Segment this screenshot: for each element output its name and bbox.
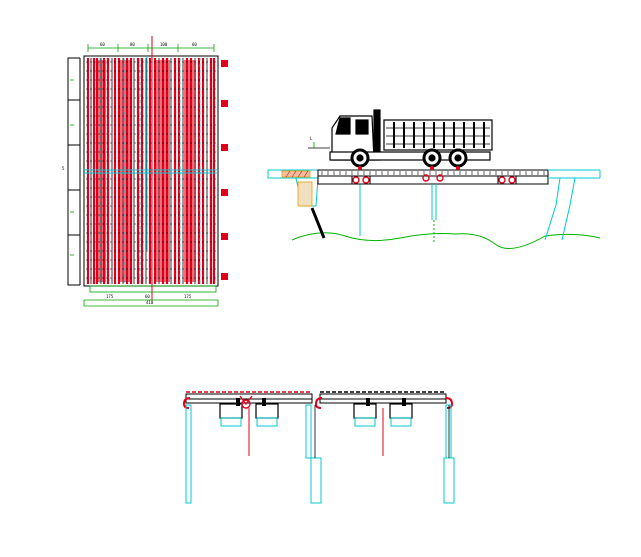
right-abutment xyxy=(544,169,601,241)
plan-top-dim-3: 100 xyxy=(160,42,168,47)
section-center-detail xyxy=(239,395,253,409)
ground-line xyxy=(291,232,601,249)
bridge-deck-elevation xyxy=(317,169,549,185)
level-mark: L xyxy=(308,136,330,149)
dump-truck xyxy=(329,109,493,168)
plan-girder-fill xyxy=(184,60,196,282)
plan-left-dimension-ticks xyxy=(70,79,74,256)
plan-bottom-dim-2: 60 xyxy=(145,294,150,299)
plan-bearing-pad xyxy=(221,60,228,67)
plan-girder-fill xyxy=(118,60,130,282)
plan-bottom-dim-1: 175 xyxy=(106,294,114,299)
plan-top-dim-1: 60 xyxy=(100,42,105,47)
section-right-deck xyxy=(319,393,447,404)
plan-bearing-pad xyxy=(221,100,228,107)
section-piles xyxy=(185,404,455,504)
plan-left-frame xyxy=(67,57,81,286)
plan-girder-fill xyxy=(156,60,170,282)
elevation-bearings xyxy=(352,174,516,184)
plan-top-dimension-chain: 60 80 100 60 xyxy=(87,42,215,52)
plan-bottom-dim-3: 175 xyxy=(184,294,192,299)
plan-view: 5 60 80 100 60 xyxy=(62,36,228,307)
truck-body-slats xyxy=(386,122,490,148)
plan-bearing-pad xyxy=(221,144,228,151)
plan-axis-lines xyxy=(84,56,218,250)
plan-bearing-pad xyxy=(221,189,228,196)
truck-dump-body xyxy=(383,119,493,151)
section-red-axes xyxy=(248,408,384,456)
abutment-body xyxy=(297,181,313,207)
plan-girders xyxy=(86,58,216,284)
abutment-hatch-marks xyxy=(285,170,309,178)
section-pier-lines xyxy=(314,405,450,458)
plan-girder-fill xyxy=(96,60,106,282)
plan-bearing-pad xyxy=(221,273,228,280)
plan-bearings xyxy=(221,60,228,280)
elevation-view: L xyxy=(267,109,601,249)
section-bearings xyxy=(236,398,406,406)
plan-total-dim: 410 xyxy=(146,300,154,305)
abutment-strut xyxy=(310,207,326,239)
plan-top-dim-4: 60 xyxy=(192,42,197,47)
deck-panel-marks xyxy=(321,171,545,175)
cross-section-view xyxy=(182,391,455,504)
elevation-bearing-caps xyxy=(351,175,517,185)
plan-bottom-dimension-chain: 175 60 175 410 xyxy=(83,285,219,307)
truck-load-points xyxy=(358,166,460,170)
truck-chassis xyxy=(329,151,491,161)
level-mark-label: L xyxy=(310,136,313,141)
section-end-hooks xyxy=(182,397,454,409)
plan-top-dim-2: 80 xyxy=(130,42,135,47)
plan-bearing-pad xyxy=(221,233,228,240)
plan-side-label: 5 xyxy=(62,166,65,171)
elevation-piers xyxy=(359,184,437,236)
